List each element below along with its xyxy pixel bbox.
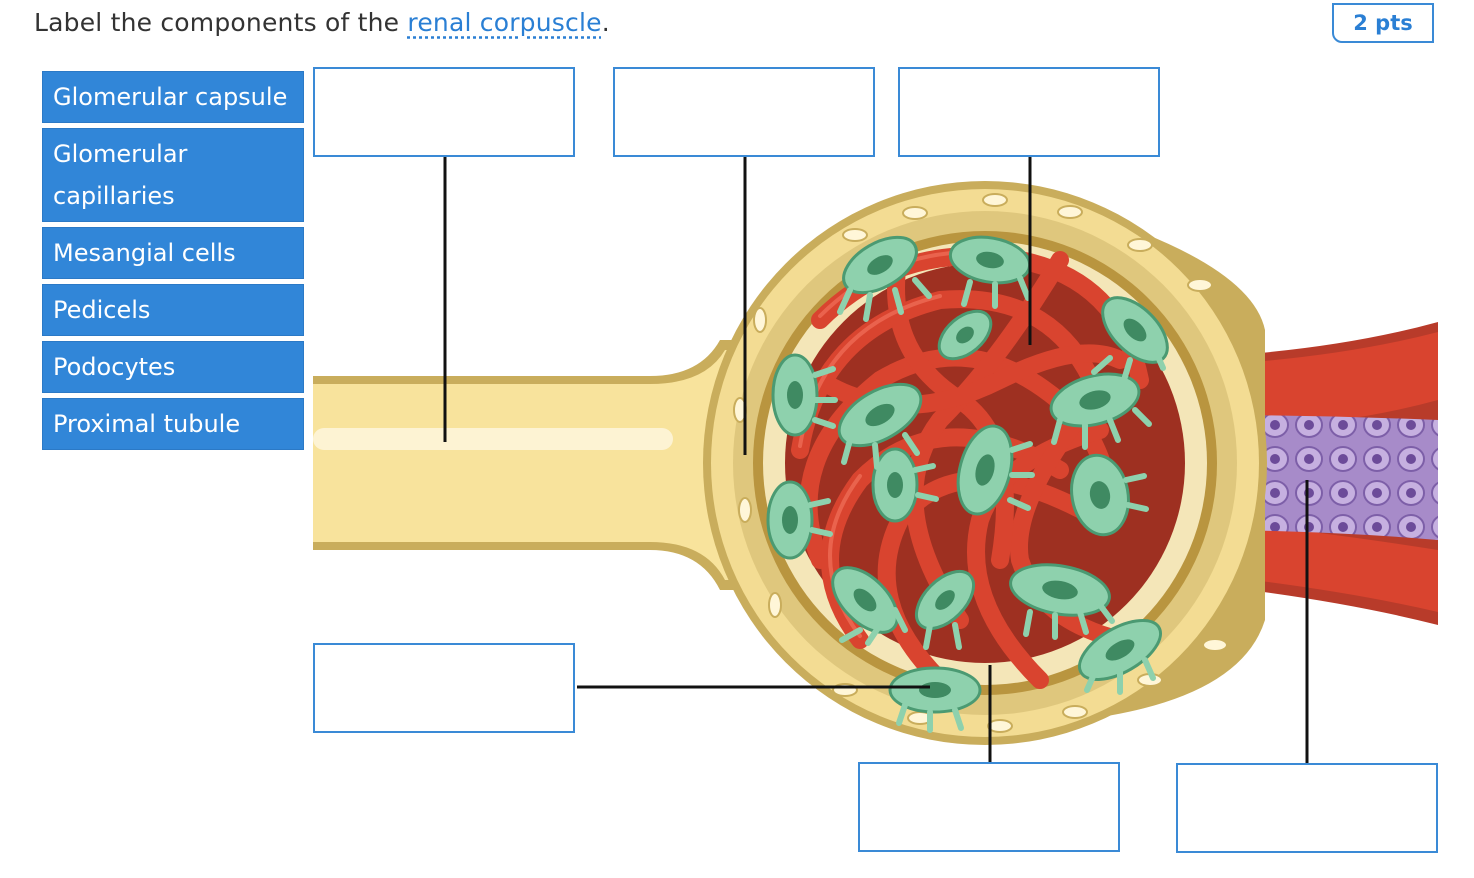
points-badge: 2 pts (1332, 3, 1434, 43)
pedicels-shape (807, 275, 1166, 733)
podocytes-shape (766, 235, 1169, 714)
proximal-tubule-shape (313, 340, 760, 590)
label-chip-glomerular-capillaries[interactable]: Glomerular capillaries (42, 128, 304, 222)
label-chip-pedicels[interactable]: Pedicels (42, 284, 304, 336)
label-bank: Glomerular capsule Glomerular capillarie… (42, 71, 304, 455)
glossary-term-link[interactable]: renal corpuscle (407, 8, 602, 37)
label-chip-podocytes[interactable]: Podocytes (42, 341, 304, 393)
leader-lines (443, 157, 1309, 763)
drop-target-bottom-right[interactable] (1176, 763, 1438, 853)
drop-target-top-middle[interactable] (613, 67, 875, 157)
question-prefix: Label the components of the (34, 8, 408, 37)
drop-target-top-right[interactable] (898, 67, 1160, 157)
drop-target-bottom-left[interactable] (313, 643, 575, 733)
drop-target-top-left[interactable] (313, 67, 575, 157)
label-chip-proximal-tubule[interactable]: Proximal tubule (42, 398, 304, 450)
question-suffix: . (601, 8, 610, 37)
label-chip-glomerular-capsule[interactable]: Glomerular capsule (42, 71, 304, 123)
question-text: Label the components of the renal corpus… (34, 6, 610, 40)
drop-target-bottom-middle[interactable] (858, 762, 1120, 852)
label-chip-mesangial-cells[interactable]: Mesangial cells (42, 227, 304, 279)
